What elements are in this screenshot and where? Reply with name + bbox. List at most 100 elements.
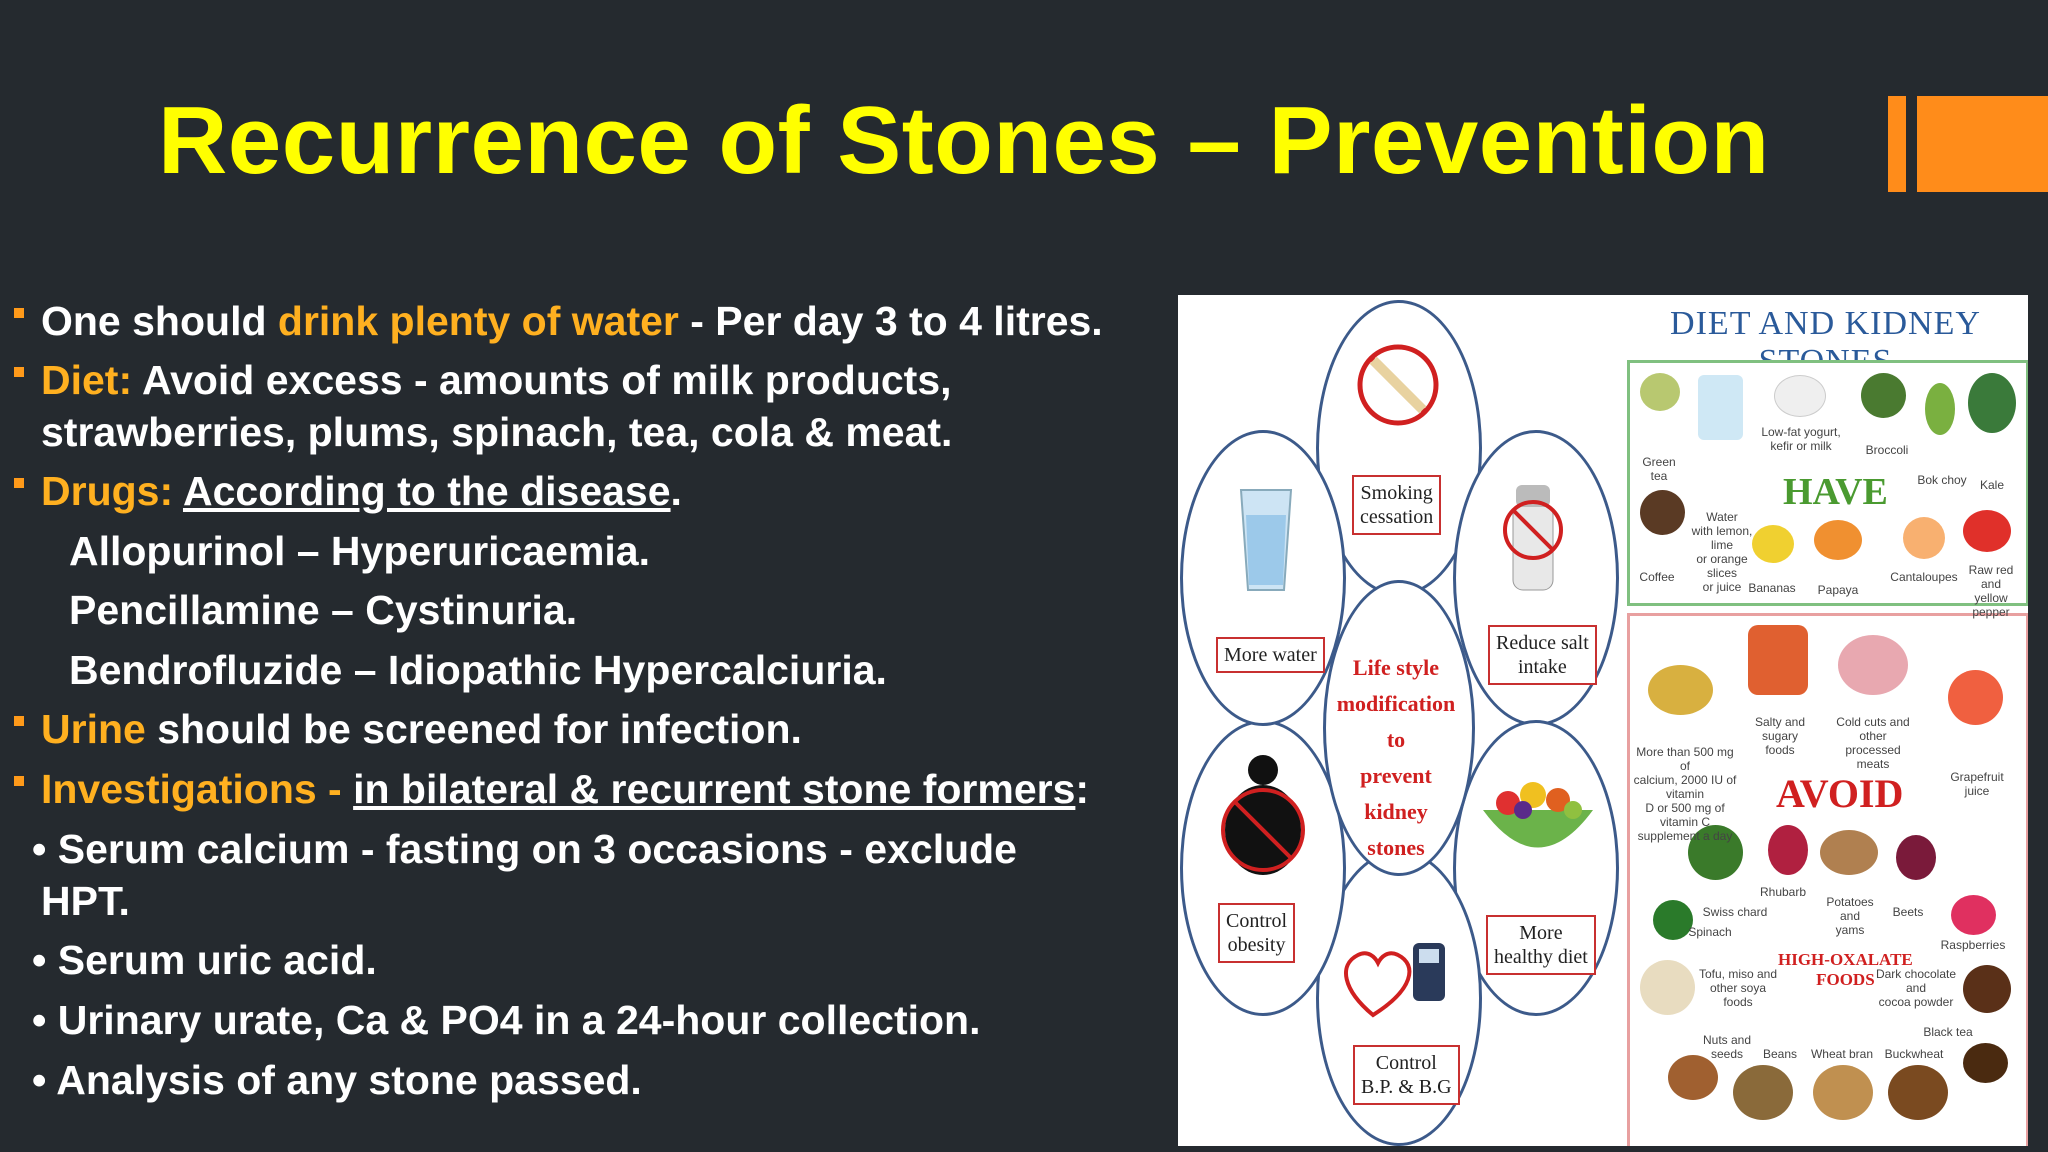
food-broccoli: Broccoli: [1865, 443, 1909, 457]
potatoes-icon: [1820, 830, 1878, 875]
beans-icon: [1733, 1065, 1793, 1120]
buckwheat-icon: [1888, 1065, 1948, 1120]
text: intake: [1517, 656, 1567, 678]
black-tea-icon: [1963, 1043, 2008, 1083]
bullet-diet-cont: strawberries, plums, spinach, tea, cola …: [41, 409, 953, 455]
salt-shaker-icon: [1503, 485, 1563, 591]
text: Cold cuts and other: [1836, 715, 1910, 743]
bullet-marker: [14, 367, 24, 377]
have-heading: HAVE: [1783, 471, 1888, 513]
text: Reduce salt: [1496, 632, 1589, 654]
text: Control: [1226, 910, 1288, 932]
accent-bar-thin: [1888, 96, 1906, 192]
text: calcium, 2000 IU of vitamin: [1633, 773, 1737, 801]
food-wheat-bran: Wheat bran: [1810, 1047, 1874, 1061]
tofu-icon: [1640, 960, 1695, 1015]
banana-icon: [1752, 525, 1794, 563]
text: or orange slices: [1696, 552, 1748, 580]
bullet-drugs: Drugs: According to the disease.: [41, 465, 682, 517]
text: yellow pepper: [1972, 591, 2010, 619]
bullet-marker: [14, 308, 24, 318]
food-papaya: Papaya: [1817, 583, 1859, 597]
bullet-investigations: Investigations - in bilateral & recurren…: [41, 763, 1089, 815]
accent-bar-wide: [1917, 96, 2048, 192]
text: foods: [1765, 743, 1795, 757]
sub-urinary: • Urinary urate, Ca & PO4 in a 24-hour c…: [32, 997, 981, 1043]
nuts-icon: [1668, 1055, 1718, 1100]
food-cantaloupes: Cantaloupes: [1890, 570, 1958, 584]
water-glass-icon: [1698, 375, 1743, 440]
text: seeds: [1710, 1047, 1744, 1061]
underlined: in bilateral & recurrent stone formers: [353, 766, 1076, 812]
pepper-icon: [1963, 510, 2011, 552]
text: processed meats: [1845, 743, 1901, 771]
food-bananas: Bananas: [1748, 581, 1796, 595]
highlight: drink plenty of water: [277, 298, 679, 344]
text: - Per day 3 to 4 litres.: [678, 298, 1103, 344]
kale-icon: [1968, 373, 2016, 433]
food-grapefruit: Grapefruit juice: [1950, 770, 2004, 798]
bullet-diet: Diet: Avoid excess - amounts of milk pro…: [41, 354, 952, 406]
drug-allopurinol: Allopurinol – Hyperuricaemia.: [69, 528, 650, 574]
text: Tofu, miso and: [1698, 967, 1778, 981]
text: healthy diet: [1494, 946, 1588, 968]
coffee-icon: [1640, 490, 1685, 535]
food-rhubarb: Rhubarb: [1759, 885, 1807, 899]
text: FOODS: [1816, 970, 1875, 989]
sub-serum-calcium: • Serum calcium - fasting on 3 occasions…: [32, 826, 1017, 872]
fast-food-icon: [1748, 625, 1808, 695]
slide-title: Recurrence of Stones – Prevention: [158, 87, 1770, 194]
highlight: Investigations -: [41, 766, 354, 812]
label-water: More water: [1216, 637, 1325, 673]
text: cocoa powder: [1878, 995, 1954, 1009]
food-beans: Beans: [1762, 1047, 1798, 1061]
text: Low-fat yogurt,: [1761, 425, 1841, 439]
text: should be screened for infection.: [145, 706, 802, 752]
chocolate-icon: [1963, 965, 2011, 1013]
papaya-icon: [1814, 520, 1862, 560]
food-bok-choy: Bok choy: [1917, 473, 1967, 487]
text: One should: [41, 298, 278, 344]
yogurt-icon: [1774, 375, 1826, 417]
food-green-tea: Green tea: [1642, 455, 1676, 483]
text: yams: [1835, 923, 1865, 937]
sub-serum-uric: • Serum uric acid.: [32, 937, 377, 983]
text: :: [1075, 766, 1090, 812]
no-smoking-icon: [1357, 344, 1439, 426]
food-swiss-chard: Swiss chard: [1702, 905, 1768, 919]
food-buckwheat: Buckwheat: [1884, 1047, 1944, 1061]
food-raspberries: Raspberries: [1940, 938, 2006, 952]
text: supplement a day: [1637, 829, 1733, 843]
bp-monitor-icon: [1344, 943, 1445, 1018]
text: Smoking: [1360, 482, 1433, 504]
text: kefir or milk: [1770, 439, 1832, 453]
highlight: Urine: [41, 706, 146, 752]
text: B.P. & B.G: [1361, 1076, 1452, 1098]
spinach-icon: [1653, 900, 1693, 940]
bullet-marker: [14, 776, 24, 786]
food-yogurt: Low-fat yogurt,kefir or milk: [1760, 425, 1842, 453]
text: prevent kidney: [1360, 763, 1432, 824]
rhubarb-icon: [1768, 825, 1808, 875]
drug-pencillamine: Pencillamine – Cystinuria.: [69, 587, 578, 633]
text: Life style: [1352, 655, 1440, 680]
text: Raw red and: [1968, 563, 2014, 591]
obesity-icon: [1221, 755, 1305, 875]
bullet-marker: [14, 478, 24, 488]
text: with lemon, lime: [1691, 524, 1753, 552]
salad-bowl-icon: [1483, 782, 1593, 848]
bullet-marker: [14, 716, 24, 726]
food-black-tea: Black tea: [1923, 1025, 1973, 1039]
sub-analysis: • Analysis of any stone passed.: [32, 1057, 642, 1103]
